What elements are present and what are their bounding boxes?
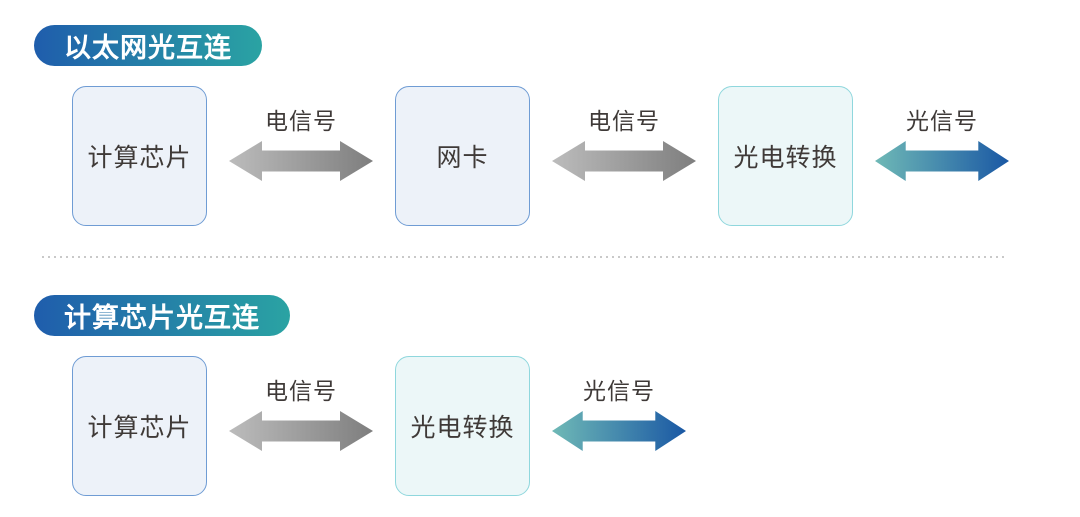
node-computing-chip: 计算芯片	[72, 356, 207, 496]
optical-signal-label: 光信号	[583, 378, 655, 404]
node-optoelectronic-conversion: 光电转换	[395, 356, 530, 496]
electrical-arrow-icon	[229, 410, 373, 452]
flow-row-ethernet: 计算芯片 电信号 网卡 电信号 光电转换 光信号	[72, 86, 1009, 226]
electrical-arrow-icon	[229, 140, 373, 182]
link-optical-signal: 光信号	[875, 102, 1009, 182]
electrical-signal-label: 电信号	[588, 108, 660, 134]
section-badge-ethernet-optical-interconnect: 以太网光互连	[34, 25, 262, 66]
electrical-arrow-icon	[552, 140, 696, 182]
node-computing-chip: 计算芯片	[72, 86, 207, 226]
optical-arrow-icon	[875, 140, 1009, 182]
flow-row-chip: 计算芯片 电信号 光电转换 光信号	[72, 356, 686, 496]
electrical-signal-label: 电信号	[265, 378, 337, 404]
electrical-signal-label: 电信号	[265, 108, 337, 134]
section-badge-chip-optical-interconnect: 计算芯片光互连	[34, 295, 290, 336]
link-optical-signal: 光信号	[552, 372, 686, 452]
link-electrical-signal: 电信号	[552, 102, 696, 182]
node-network-card: 网卡	[395, 86, 530, 226]
link-electrical-signal: 电信号	[229, 102, 373, 182]
dotted-divider	[42, 256, 1005, 258]
optical-signal-label: 光信号	[906, 108, 978, 134]
node-optoelectronic-conversion: 光电转换	[718, 86, 853, 226]
optical-arrow-icon	[552, 410, 686, 452]
link-electrical-signal: 电信号	[229, 372, 373, 452]
